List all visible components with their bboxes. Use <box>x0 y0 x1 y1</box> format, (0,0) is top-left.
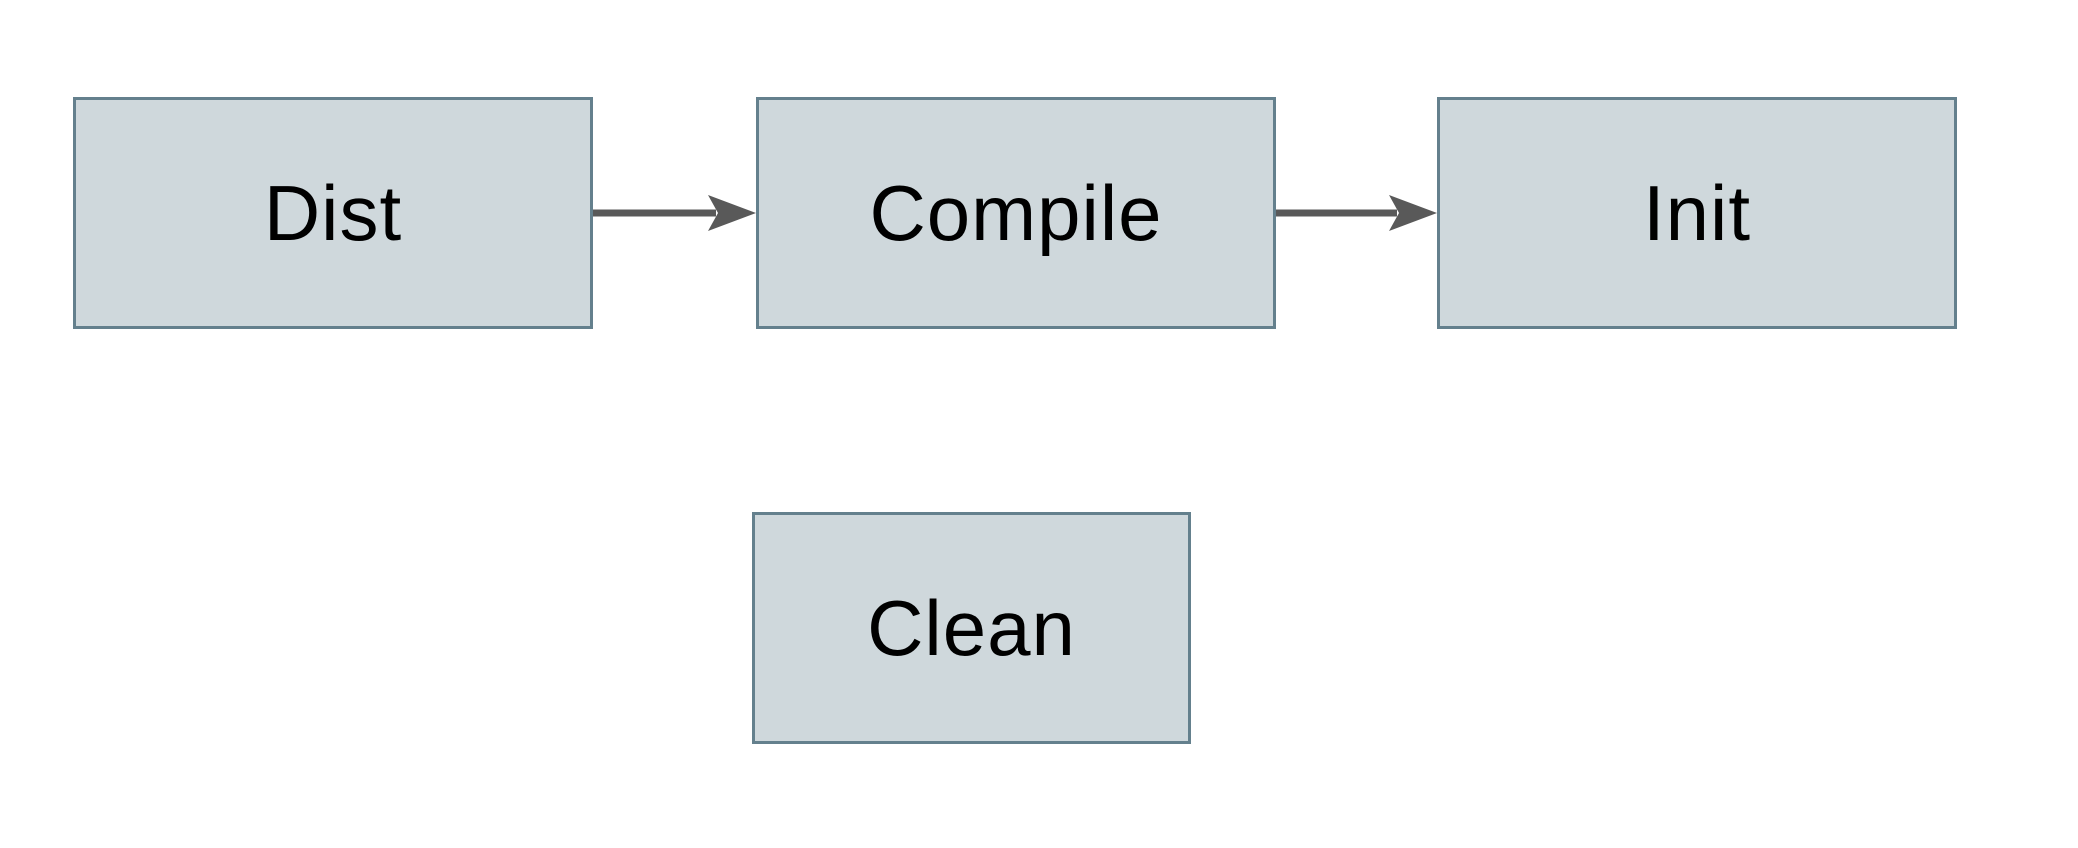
node-compile-label: Compile <box>869 169 1163 257</box>
node-clean-label: Clean <box>867 584 1076 672</box>
node-clean[interactable]: Clean <box>752 512 1191 744</box>
node-dist[interactable]: Dist <box>73 97 593 329</box>
node-init-label: Init <box>1642 169 1752 257</box>
node-dist-label: Dist <box>263 169 403 257</box>
node-compile[interactable]: Compile <box>756 97 1276 329</box>
node-init[interactable]: Init <box>1437 97 1957 329</box>
